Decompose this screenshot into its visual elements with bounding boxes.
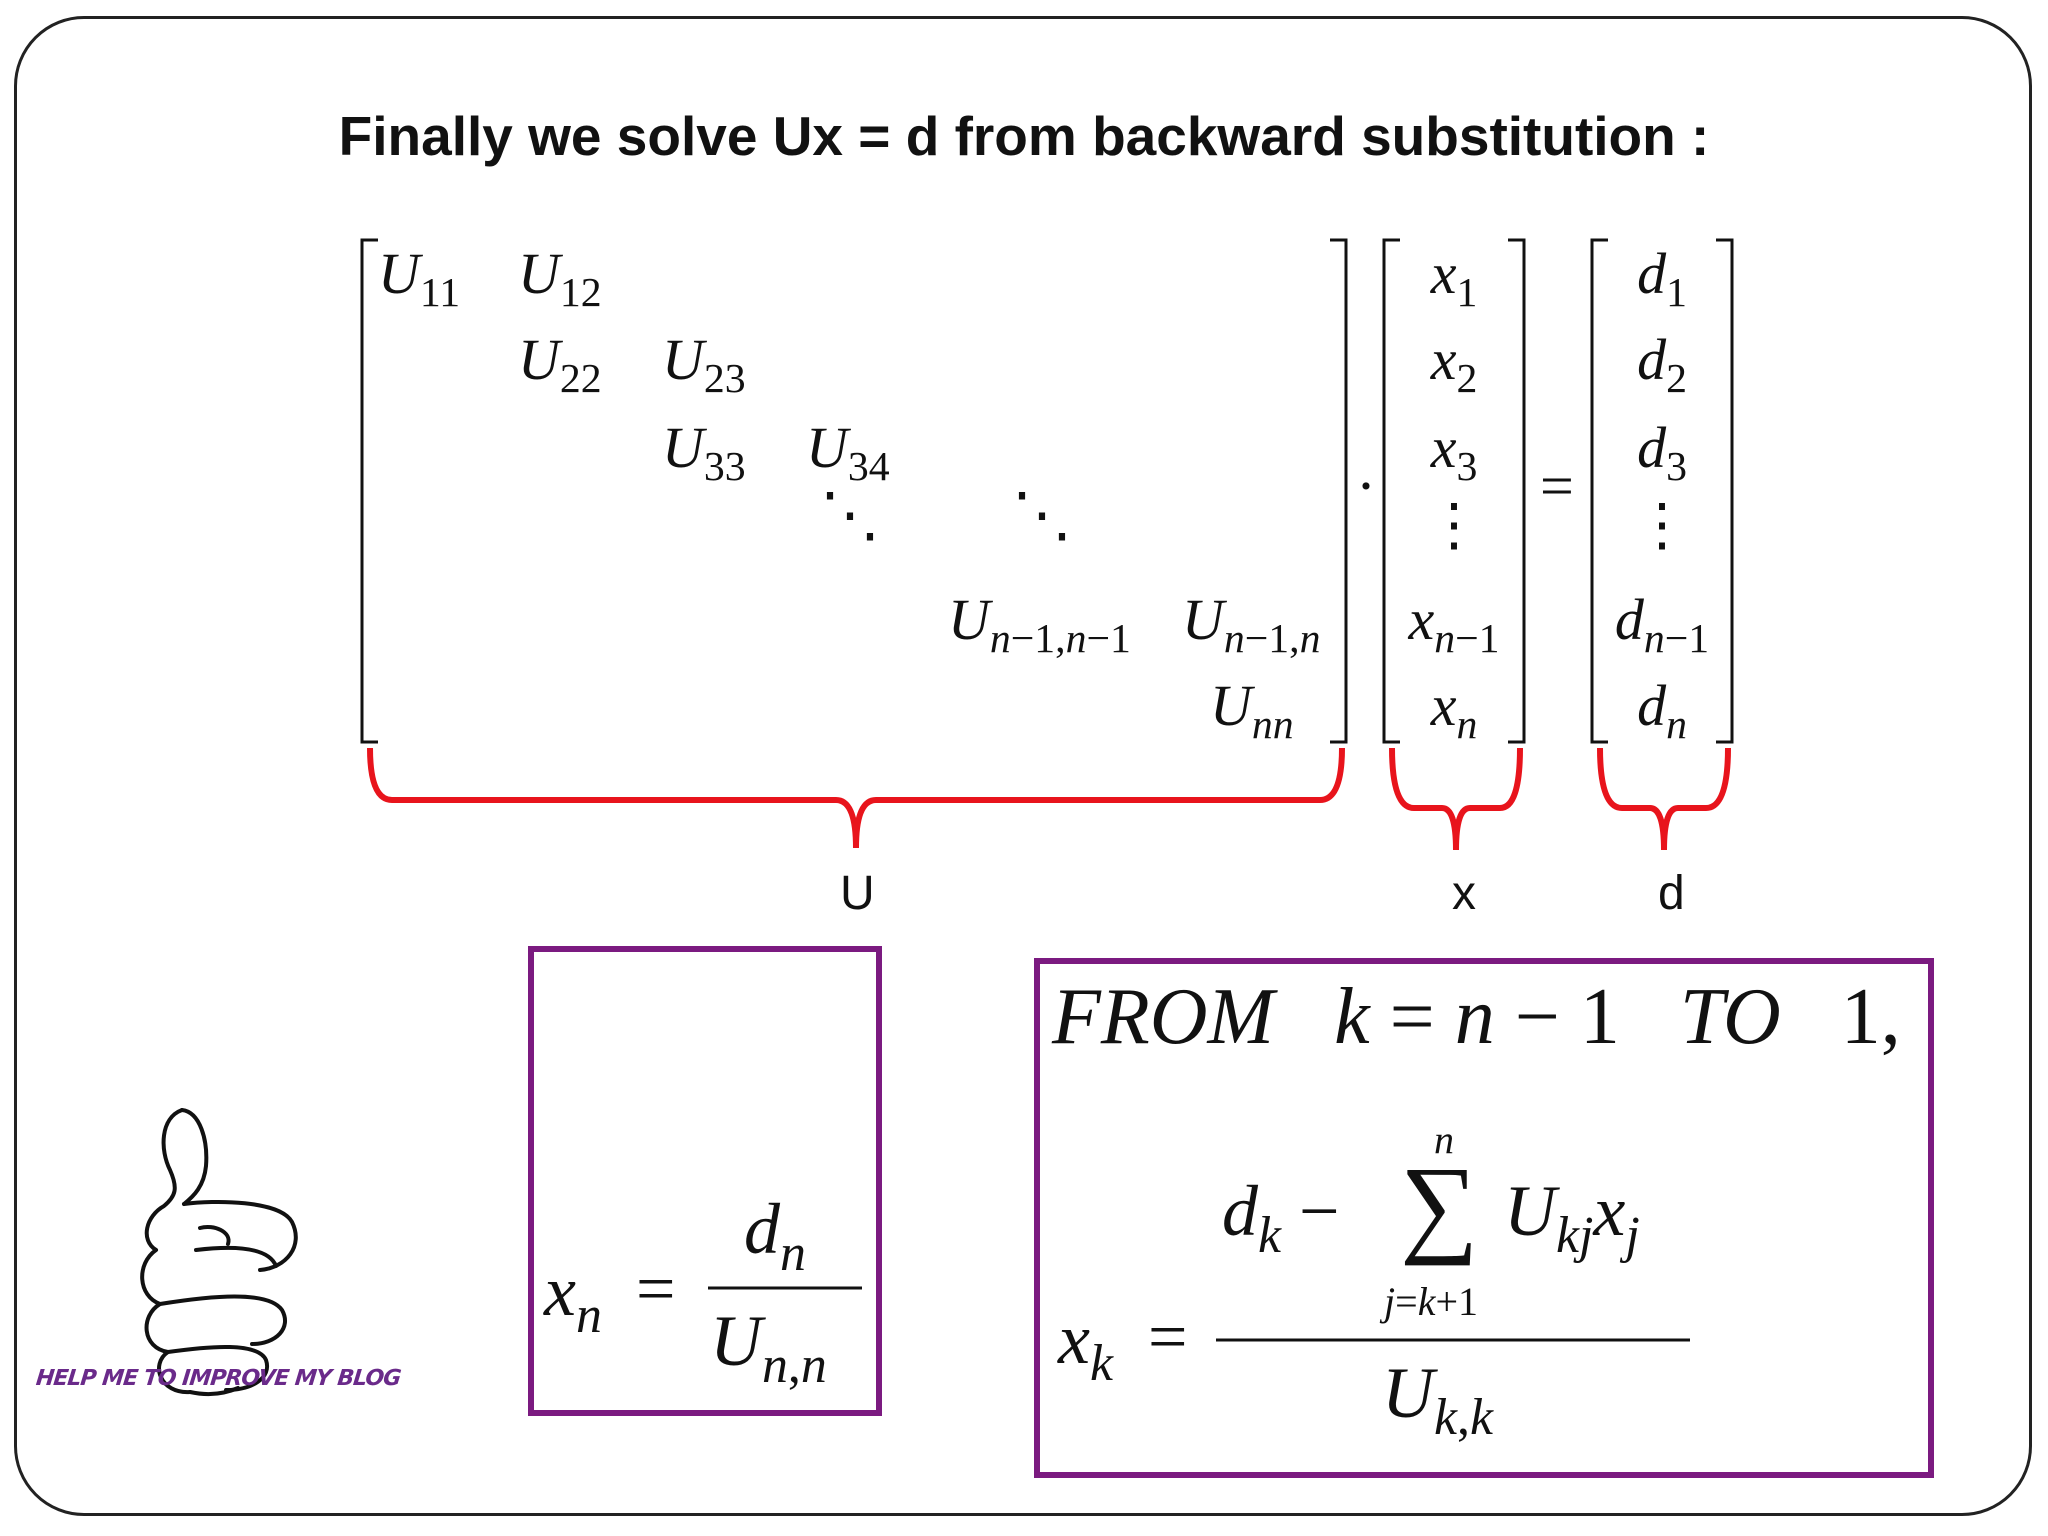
vector-x-entry: x2 xyxy=(1430,327,1478,403)
matrix-entry-U11: U11 xyxy=(378,241,461,317)
vector-d-entry: d3 xyxy=(1637,415,1687,491)
vector-d-entry: d1 xyxy=(1637,241,1687,317)
formula-from-line: FROM k = n − 1 TO 1, xyxy=(1052,973,1901,1061)
formula-xk-lhs: xk xyxy=(1058,1299,1113,1392)
vector-d-right-bracket xyxy=(1716,238,1734,744)
diagonal-dots-1: ⋱ xyxy=(820,480,880,550)
formula-xn-equals: = xyxy=(636,1251,676,1328)
vector-x-right-bracket xyxy=(1508,238,1526,744)
matrix-entry-U34: U34 xyxy=(806,415,890,491)
equals-operator: = xyxy=(1540,453,1574,519)
brace-U xyxy=(367,747,1345,849)
vector-x-entry: x1 xyxy=(1430,241,1478,317)
brace-label-U: U xyxy=(840,867,875,920)
slide-frame xyxy=(14,16,2032,1516)
vector-x-entry: xn xyxy=(1430,673,1478,749)
formula-xn-lhs: xn xyxy=(544,1251,602,1344)
matrix-entry-Un-1n: Un−1,n xyxy=(1182,587,1321,663)
formula-xk-numerator-term: Ukjxj xyxy=(1504,1171,1640,1264)
brace-x xyxy=(1389,747,1523,851)
matrix-entry-Un-1n-1: Un−1,n−1 xyxy=(948,587,1131,663)
logo-caption: HELP ME TO IMPROVE MY BLOG xyxy=(34,1366,402,1391)
vector-d-vdots: ⋮ xyxy=(1633,492,1691,557)
formula-sum-upper: n xyxy=(1434,1117,1454,1162)
thumbs-up-icon xyxy=(140,1108,298,1397)
formula-box-xk xyxy=(1034,958,1934,1478)
vector-x-vdots: ⋮ xyxy=(1425,492,1483,557)
brace-d xyxy=(1597,747,1731,851)
brace-label-d: d xyxy=(1658,867,1685,920)
formula-box-xn xyxy=(528,946,882,1416)
vector-x-entry: x3 xyxy=(1430,415,1478,491)
dot-operator: · xyxy=(1356,453,1376,519)
matrix-entry-U33: U33 xyxy=(662,415,746,491)
vector-d-left-bracket xyxy=(1590,238,1608,744)
vector-d-entry: dn xyxy=(1637,673,1687,749)
formula-xn-denominator: Un,n xyxy=(710,1301,827,1394)
formula-xk-denominator: Uk,k xyxy=(1382,1353,1493,1446)
matrix-entry-Unn: Unn xyxy=(1210,673,1294,749)
diagonal-dots-2: ⋱ xyxy=(1012,480,1072,550)
matrix-U-left-bracket xyxy=(360,238,378,744)
sigma-icon: ∑ xyxy=(1400,1144,1479,1266)
vector-d-entry: dn−1 xyxy=(1614,587,1710,663)
formula-sum-lower: j=k+1 xyxy=(1384,1279,1479,1324)
formula-xn-numerator: dn xyxy=(744,1189,806,1282)
formula-xk-numerator-dk: dk − xyxy=(1222,1171,1340,1264)
matrix-entry-U12: U12 xyxy=(518,241,602,317)
matrix-entry-U22: U22 xyxy=(518,327,602,403)
matrix-entry-U23: U23 xyxy=(662,327,746,403)
vector-x-left-bracket xyxy=(1382,238,1400,744)
matrix-U-right-bracket xyxy=(1330,238,1348,744)
slide-title: Finally we solve Ux = d from backward su… xyxy=(338,105,1710,167)
formula-xk-equals: = xyxy=(1148,1299,1188,1376)
vector-d-entry: d2 xyxy=(1637,327,1687,403)
brace-label-x: x xyxy=(1452,867,1476,920)
vector-x-entry: xn−1 xyxy=(1408,587,1500,663)
